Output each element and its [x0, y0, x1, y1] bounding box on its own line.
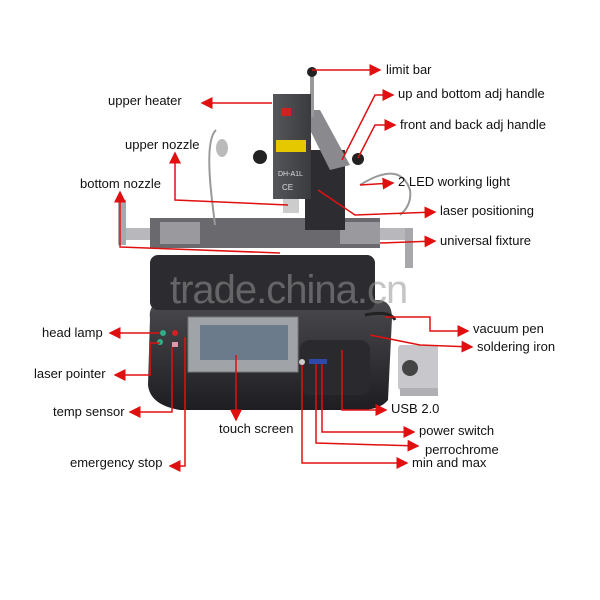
upper-heater — [273, 94, 311, 213]
label-laser-positioning: laser positioning — [440, 203, 534, 218]
label-limit-bar: limit bar — [386, 62, 432, 77]
label-bottom-nozzle: bottom nozzle — [80, 176, 161, 191]
vacuum-pen-stand — [398, 345, 438, 396]
label-touch-screen: touch screen — [219, 421, 294, 436]
label-usb: USB 2.0 — [391, 401, 440, 416]
label-up-bottom-adj: up and bottom adj handle — [398, 86, 545, 101]
label-laser-pointer: laser pointer — [34, 366, 106, 381]
label-min-max: min and max — [412, 455, 487, 470]
label-power-switch: power switch — [419, 423, 495, 438]
label-universal-fixture: universal fixture — [440, 233, 532, 248]
label-upper-nozzle: upper nozzle — [125, 137, 200, 152]
label-front-back-adj: front and back adj handle — [400, 117, 546, 132]
label-temp-sensor: temp sensor — [53, 404, 125, 419]
label-led-light: 2 LED working light — [398, 174, 510, 189]
touch-screen — [187, 316, 299, 373]
upper-nozzle — [283, 199, 299, 213]
label-emergency-stop: emergency stop — [70, 455, 163, 470]
model-plate: DH-A1L — [278, 171, 303, 178]
label-perrochrome: perrochrome — [425, 442, 499, 457]
adj-knob-left — [253, 150, 267, 164]
label-vacuum-pen: vacuum pen — [473, 321, 544, 336]
label-upper-heater: upper heater — [108, 93, 182, 108]
label-head-lamp: head lamp — [42, 325, 103, 340]
ce-mark: CE — [282, 183, 293, 192]
watermark: trade.china.cn — [170, 268, 408, 312]
callout-arrows — [108, 64, 474, 472]
label-soldering-iron: soldering iron — [477, 339, 556, 354]
